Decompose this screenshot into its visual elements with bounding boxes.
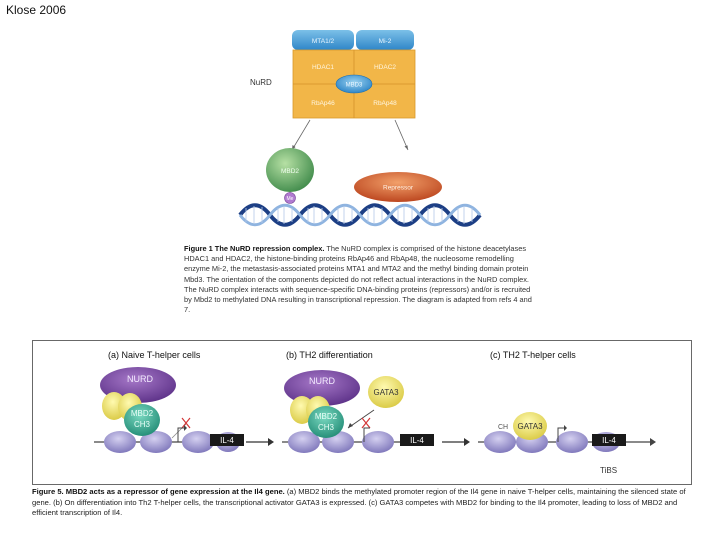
il4-label-a: IL-4 bbox=[220, 436, 234, 445]
il4-label-c: IL-4 bbox=[602, 436, 616, 445]
mbd3-oval bbox=[335, 74, 373, 94]
panel-c: GATA3 CH IL-4 bbox=[478, 412, 656, 453]
panel-a: NURD MBD2 CH3 IL-4 bbox=[94, 367, 244, 453]
il4-box-c bbox=[592, 434, 626, 446]
rbap48-label: RbAp48 bbox=[373, 100, 397, 107]
gata3-ball-b bbox=[368, 376, 404, 408]
header-label: Klose 2006 bbox=[6, 3, 67, 17]
ch3-label-a: CH3 bbox=[134, 420, 151, 429]
nurd-label-a: NURD bbox=[127, 374, 153, 384]
panel-c-title: (c) TH2 T-helper cells bbox=[490, 350, 576, 360]
figure2-caption-body: (a) MBD2 binds the methylated promoter r… bbox=[32, 487, 686, 518]
figure1-caption: Figure 1 The NuRD repression complex. Th… bbox=[184, 244, 536, 315]
gata3-label-b: GATA3 bbox=[373, 388, 399, 397]
mbd2-ball-a bbox=[124, 404, 160, 436]
mi2-block bbox=[356, 30, 414, 50]
mta-block bbox=[292, 30, 354, 50]
hdac2-label: HDAC2 bbox=[374, 64, 396, 71]
figure1-caption-body: The NuRD complex is comprised of the his… bbox=[184, 244, 532, 315]
panel-b-title: (b) TH2 differentiation bbox=[286, 350, 373, 360]
hdac1-label: HDAC1 bbox=[312, 64, 334, 71]
il4-label-b: IL-4 bbox=[410, 436, 424, 445]
figure2-caption-title: Figure 5. MBD2 acts as a repressor of ge… bbox=[32, 487, 285, 496]
nurd-label: NuRD bbox=[250, 78, 272, 87]
nurd-label-b: NURD bbox=[309, 376, 335, 386]
mi2-label: Mi-2 bbox=[379, 38, 392, 45]
il4-repression-diagram: (a) Naive T-helper cells (b) TH2 differe… bbox=[32, 340, 692, 485]
arrow-to-mbd2 bbox=[291, 119, 311, 151]
arrow-to-repressor bbox=[394, 119, 409, 151]
mbd3-label: MBD3 bbox=[346, 83, 363, 89]
journal-label: TiBS bbox=[600, 466, 617, 475]
nurd-complex-diagram: NuRD MTA1/2 Mi-2 HDAC1 HDAC2 RbAp46 RbAp… bbox=[238, 30, 482, 227]
repressor-label: Repressor bbox=[383, 185, 414, 192]
repressor-oval bbox=[354, 172, 442, 202]
dna-helix bbox=[238, 203, 482, 227]
mbd2-ball-b bbox=[308, 406, 344, 438]
gata3-ball-c bbox=[513, 412, 547, 440]
il4-box-a bbox=[210, 434, 244, 446]
rbap46-label: RbAp46 bbox=[311, 100, 335, 107]
mbd2-label-b: MBD2 bbox=[315, 412, 338, 421]
gata3-label-c: GATA3 bbox=[517, 422, 543, 431]
me-mark bbox=[284, 192, 296, 204]
mbd2-label: MBD2 bbox=[281, 168, 299, 175]
il4-box-b bbox=[400, 434, 434, 446]
ch3-label-b: CH3 bbox=[318, 423, 335, 432]
mbd2-ball bbox=[266, 148, 314, 192]
mbd2-label-a: MBD2 bbox=[131, 409, 154, 418]
figure2-caption: Figure 5. MBD2 acts as a repressor of ge… bbox=[32, 487, 692, 519]
panel-a-title: (a) Naive T-helper cells bbox=[108, 350, 201, 360]
me-label: Me bbox=[287, 196, 294, 202]
mta-label: MTA1/2 bbox=[312, 38, 335, 45]
ch-label-c: CH bbox=[498, 424, 508, 431]
figure1-caption-title: Figure 1 The NuRD repression complex. bbox=[184, 244, 325, 253]
panel-b: NURD MBD2 CH3 GATA3 IL-4 bbox=[282, 370, 434, 453]
gata3-arrow-b bbox=[347, 409, 375, 429]
